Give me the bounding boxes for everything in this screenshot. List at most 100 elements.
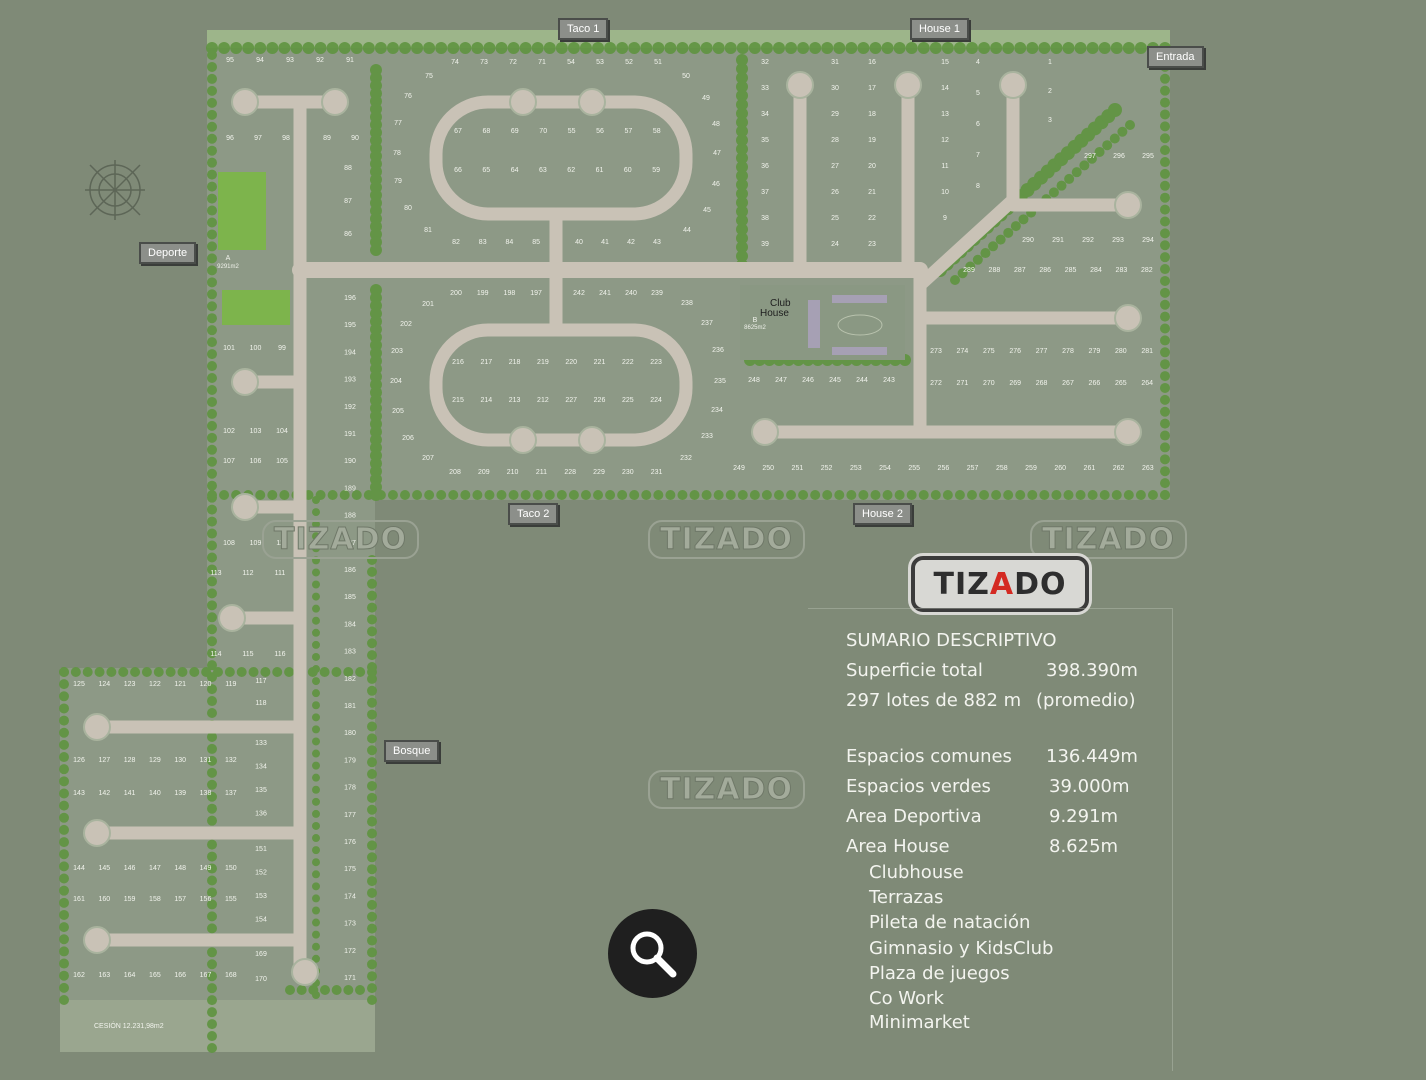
tree <box>207 1007 217 1018</box>
tree <box>207 253 217 264</box>
tree <box>736 205 748 218</box>
lot-number: 198 <box>504 290 516 297</box>
tree <box>207 1031 217 1042</box>
tree <box>367 983 377 994</box>
callout-house-1[interactable]: House 1 <box>910 18 969 40</box>
summary-label: Area House <box>846 836 950 857</box>
lot-number: 149 <box>200 865 212 872</box>
tree <box>1064 173 1075 184</box>
lot-number: 140 <box>149 790 161 797</box>
tree <box>207 181 217 192</box>
lot-number: 59 <box>652 167 660 174</box>
lot-number: 74 <box>451 59 459 66</box>
lot-number: 297 <box>1084 153 1096 160</box>
callout-bosque[interactable]: Bosque <box>384 740 440 762</box>
tree <box>736 62 748 75</box>
callout-taco-1[interactable]: Taco 1 <box>558 18 609 40</box>
tree <box>1160 466 1170 477</box>
tree <box>308 985 319 995</box>
tree <box>507 42 520 54</box>
tree <box>1134 42 1147 54</box>
tree <box>966 490 977 500</box>
tree <box>207 349 217 360</box>
tree <box>617 490 628 500</box>
tree <box>748 42 761 54</box>
lot-number: 274 <box>957 348 969 355</box>
amenity-item: Co Work <box>869 988 944 1009</box>
tree <box>207 85 217 96</box>
tree <box>701 490 712 500</box>
tree <box>942 490 953 500</box>
tree <box>312 640 320 649</box>
tree <box>367 995 377 1005</box>
tree <box>207 624 217 635</box>
tree <box>367 721 377 732</box>
lot-number: 266 <box>1089 380 1101 387</box>
tree <box>736 116 748 129</box>
tree <box>1086 42 1099 54</box>
lot-number: 35 <box>761 137 769 144</box>
lot-number: 185 <box>344 594 356 601</box>
lot-number: 119 <box>225 681 236 688</box>
tree <box>290 42 303 54</box>
tree <box>236 667 247 677</box>
lot-number: 50 <box>682 73 690 80</box>
lot-number: 33 <box>761 85 769 92</box>
lot-number: 114 <box>210 651 221 658</box>
lot-number: 192 <box>344 404 356 411</box>
tree <box>59 897 69 908</box>
tree <box>736 232 748 245</box>
tree <box>1102 140 1113 151</box>
tree <box>312 906 320 915</box>
lot-number: 46 <box>712 181 720 188</box>
lot-number: 72 <box>509 59 517 66</box>
tree <box>1160 394 1170 405</box>
tree <box>255 490 266 500</box>
tree <box>736 187 748 200</box>
tree <box>1003 490 1014 500</box>
amenity-item: Clubhouse <box>869 862 964 883</box>
lot-number: 190 <box>344 458 356 465</box>
tree <box>207 839 217 850</box>
tree <box>367 852 377 863</box>
lot-number: 61 <box>596 167 604 174</box>
tree <box>367 757 377 768</box>
tree <box>219 490 230 500</box>
tree <box>688 42 701 54</box>
club-house: Club House B 8625m2 <box>740 285 905 360</box>
amenity-item: Plaza de juegos <box>869 963 1010 984</box>
lot-number: 163 <box>98 972 110 979</box>
watermark: TIZADO <box>1030 520 1188 559</box>
tree <box>207 863 217 874</box>
tree <box>207 337 217 348</box>
callout-house-2[interactable]: House 2 <box>853 503 912 525</box>
lot-number: 55 <box>568 128 576 135</box>
tree <box>312 713 320 722</box>
tree <box>207 564 217 575</box>
lot-number: 24 <box>831 241 839 248</box>
callout-deporte[interactable]: Deporte <box>139 242 197 264</box>
tree <box>736 71 748 84</box>
tree <box>387 490 398 500</box>
tree <box>367 733 377 744</box>
lot-number: 280 <box>1115 348 1127 355</box>
tree <box>1062 42 1075 54</box>
lot-number: 168 <box>225 972 237 979</box>
lot-number: 113 <box>210 570 221 577</box>
tree <box>1160 240 1170 251</box>
tree <box>773 490 784 500</box>
lot-number: 87 <box>344 198 352 205</box>
lot-number: 172 <box>344 948 356 955</box>
tree <box>207 361 217 372</box>
callout-entrada[interactable]: Entrada <box>1147 46 1204 68</box>
lot-number: 151 <box>255 846 267 853</box>
tree <box>213 667 223 677</box>
tree <box>471 42 484 54</box>
callout-taco-2[interactable]: Taco 2 <box>508 503 559 525</box>
lot-number: 53 <box>596 59 604 66</box>
zoom-search-button[interactable] <box>608 909 697 998</box>
lot-number: 71 <box>538 59 546 66</box>
tree <box>1108 103 1122 117</box>
lot-number: 193 <box>344 377 356 384</box>
lot-number: 22 <box>868 215 876 222</box>
